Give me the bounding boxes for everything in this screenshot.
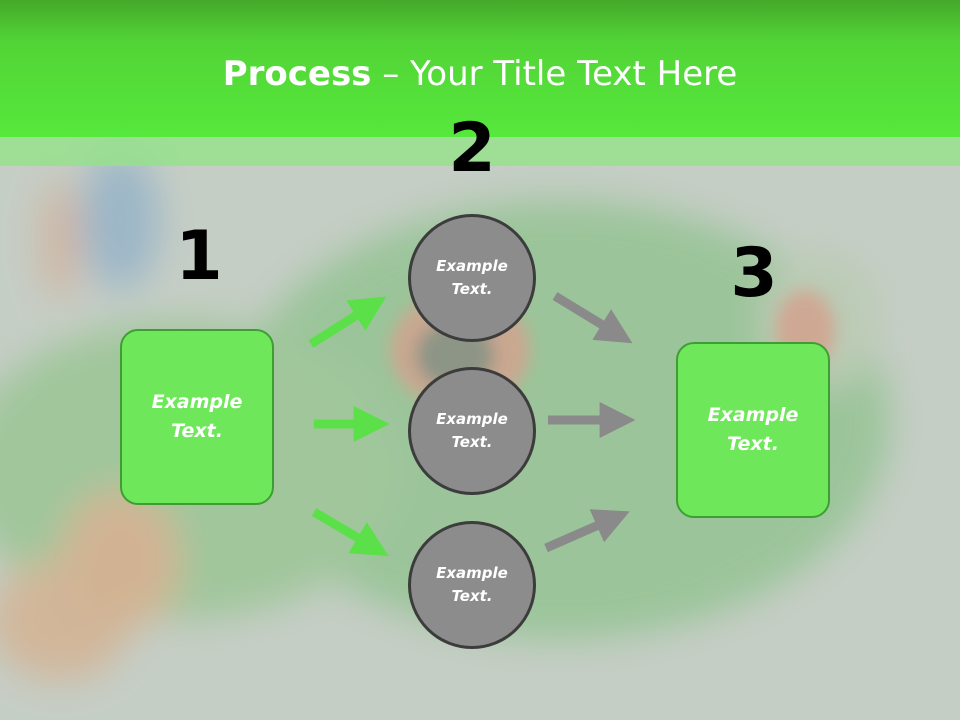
step-2-circle-top: Example Text.: [408, 214, 536, 342]
step-number-1: 1: [175, 217, 223, 296]
arrow-1-to-2-bottom: [311, 508, 389, 556]
step-2-circle-bottom-text: Example Text.: [436, 564, 508, 605]
step-2-circle-top-text: Example Text.: [436, 257, 508, 298]
slide-title-bold: Process: [222, 54, 372, 94]
step-1-text: Example Text.: [151, 391, 243, 442]
step-number-3: 3: [730, 234, 778, 313]
step-2-circle-bottom: Example Text.: [408, 521, 536, 649]
slide-title-rest: – Your Title Text Here: [371, 54, 738, 94]
step-2-circle-middle: Example Text.: [408, 367, 536, 495]
step-2-circle-middle-text: Example Text.: [436, 410, 508, 451]
arrow-2-to-3-bottom: [544, 509, 630, 553]
step-number-2: 2: [448, 109, 496, 188]
title-bar: [0, 0, 960, 137]
arrow-2-to-3-top: [552, 292, 633, 344]
title-bar-band: [0, 137, 960, 166]
step-3-box: Example Text.: [676, 342, 830, 518]
step-3-text: Example Text.: [707, 404, 799, 455]
step-1-box: Example Text.: [120, 329, 274, 505]
arrow-1-to-2-top: [308, 296, 387, 348]
slide-title: Process – Your Title Text Here: [0, 52, 960, 96]
